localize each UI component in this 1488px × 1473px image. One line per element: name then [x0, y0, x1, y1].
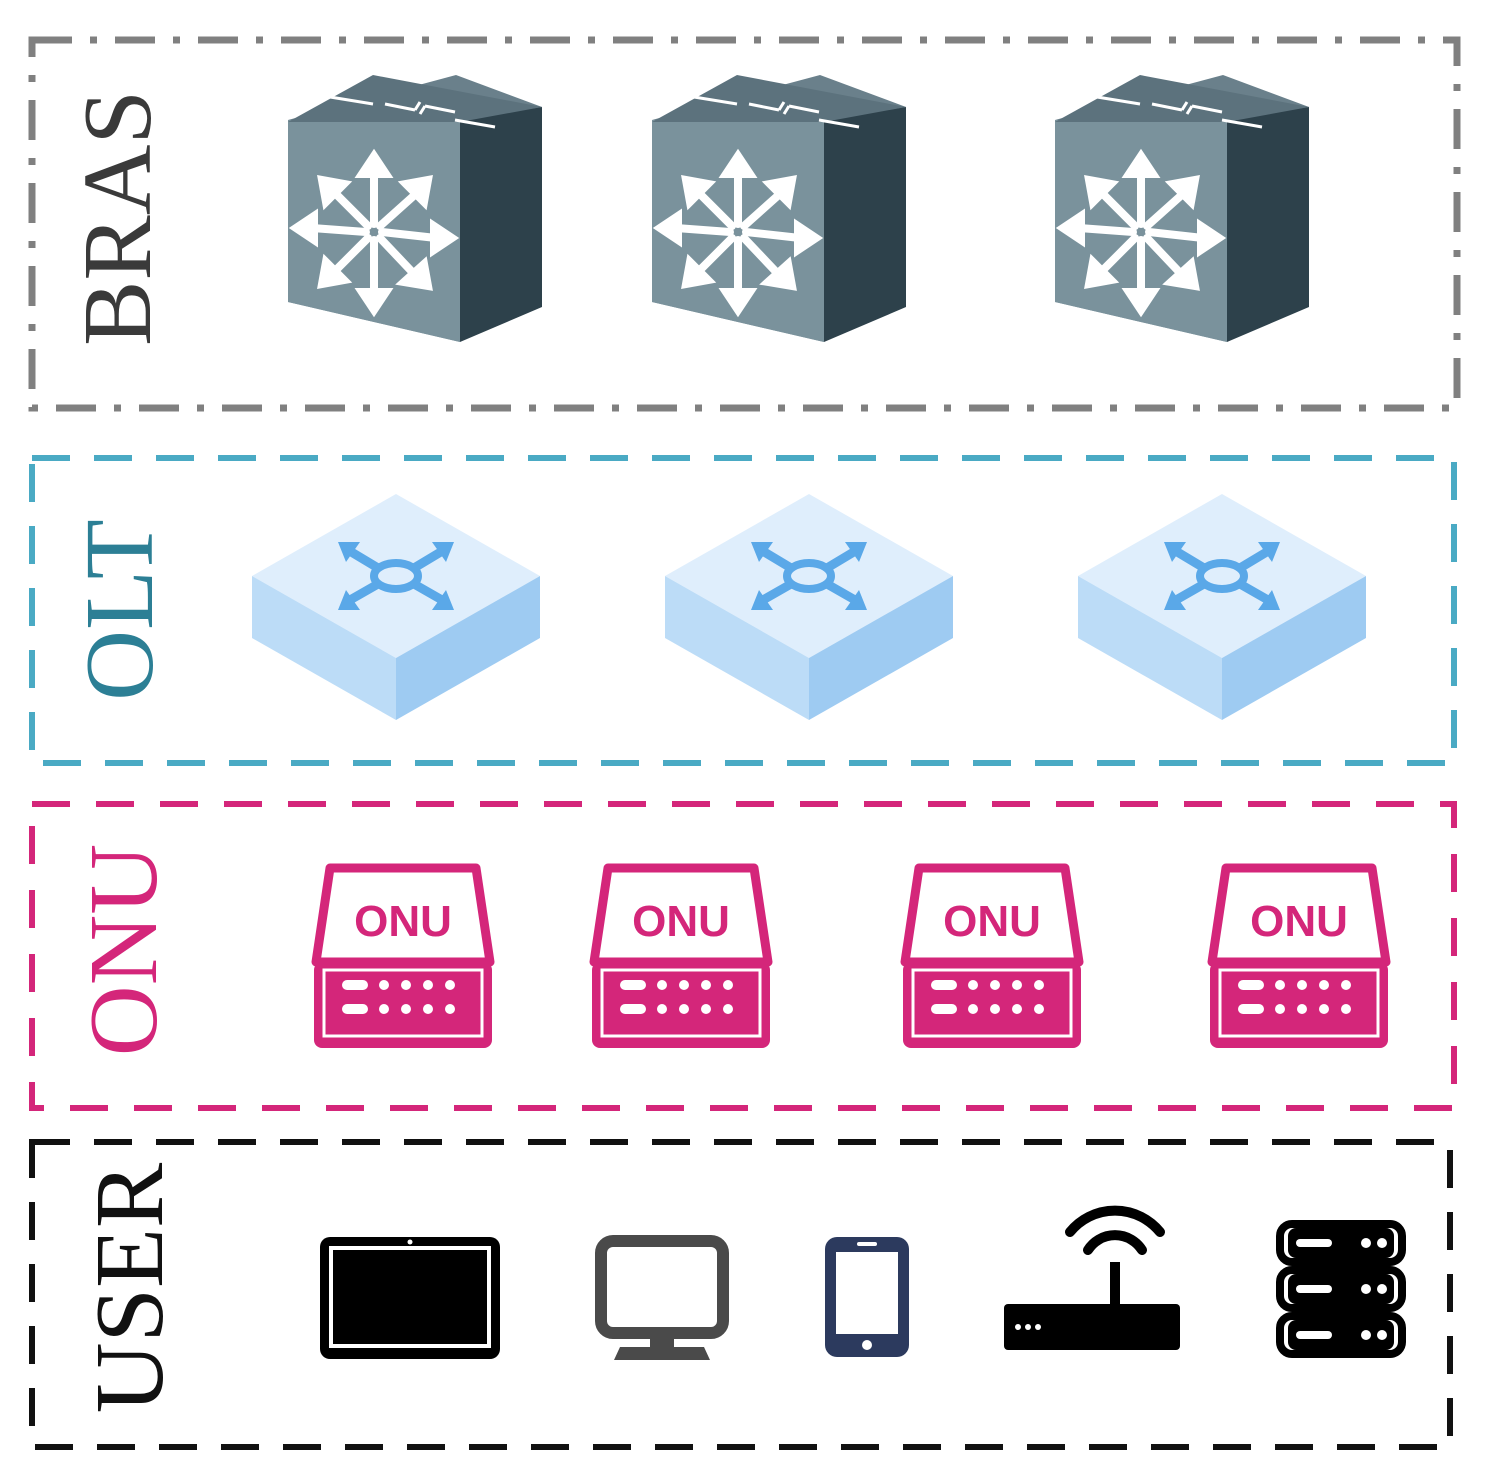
olt-switch-3[interactable]: [1076, 492, 1368, 722]
olt-switch-2[interactable]: [663, 492, 955, 722]
bras-core-switch-3[interactable]: [1052, 72, 1312, 347]
user-smartphone[interactable]: [822, 1234, 912, 1360]
bras-core-switch-2[interactable]: [649, 72, 909, 347]
olt-layer-border: [29, 455, 1457, 766]
olt-switch-icon: [663, 492, 955, 722]
core-switch-cube-icon: [1052, 72, 1312, 347]
user-monitor[interactable]: [594, 1234, 730, 1364]
olt-switch-icon: [250, 492, 542, 722]
onu-device-2[interactable]: ONU: [588, 862, 778, 1052]
onu-device-4[interactable]: ONU: [1206, 862, 1396, 1052]
olt-switch-icon: [1076, 492, 1368, 722]
user-tablet[interactable]: [317, 1234, 503, 1362]
core-switch-cube-icon: [649, 72, 909, 347]
monitor-icon: [595, 1235, 729, 1360]
onu-device-3[interactable]: ONU: [899, 862, 1089, 1052]
core-switch-cube-icon: [285, 72, 545, 347]
server-rack-icon: [1276, 1220, 1406, 1358]
onu-device-text: ONU: [632, 897, 730, 946]
bras-layer-border: [28, 36, 1461, 412]
onu-device-text: ONU: [354, 897, 452, 946]
olt-layer-label: OLT: [66, 519, 174, 701]
onu-device-icon: ONU: [1206, 862, 1396, 1052]
onu-layer-label: ONU: [70, 843, 178, 1057]
onu-device-1[interactable]: ONU: [310, 862, 500, 1052]
bras-layer: BRAS: [0, 0, 1488, 420]
onu-layer-border: [29, 801, 1457, 1111]
user-server-rack[interactable]: [1276, 1220, 1406, 1360]
tablet-icon: [320, 1237, 500, 1359]
onu-device-icon: ONU: [310, 862, 500, 1052]
wifi-router-icon: [1004, 1205, 1180, 1350]
smartphone-icon: [825, 1237, 909, 1357]
onu-layer: ONU ONU ONU ONU ONU: [0, 790, 1488, 1120]
user-layer-border: [29, 1139, 1453, 1450]
onu-device-icon: ONU: [588, 862, 778, 1052]
olt-switch-1[interactable]: [250, 492, 542, 722]
user-layer-label: USER: [76, 1162, 184, 1414]
onu-device-text: ONU: [943, 897, 1041, 946]
user-layer: USER: [0, 1130, 1488, 1473]
bras-layer-label: BRAS: [64, 89, 172, 347]
onu-device-text: ONU: [1250, 897, 1348, 946]
onu-device-icon: ONU: [899, 862, 1089, 1052]
bras-core-switch-1[interactable]: [285, 72, 545, 347]
olt-layer: OLT: [0, 440, 1488, 780]
user-wifi-router[interactable]: [1002, 1200, 1184, 1352]
